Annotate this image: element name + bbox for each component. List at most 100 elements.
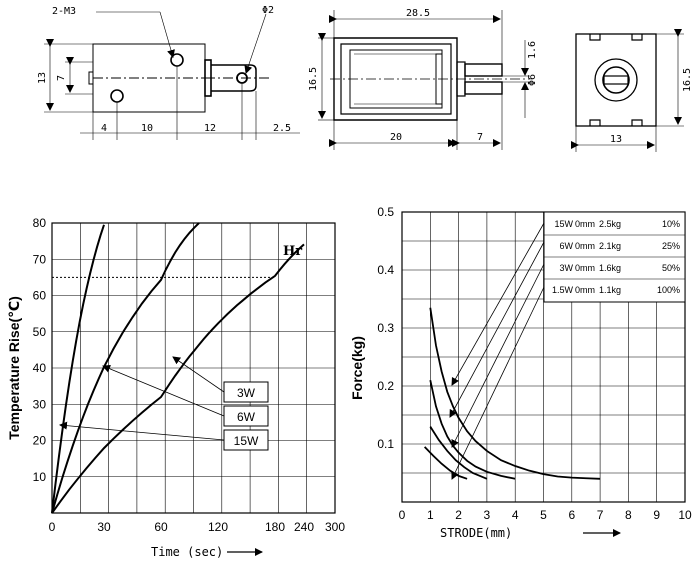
mounting-hole-lower <box>110 89 124 103</box>
side-view-rear-stub <box>88 71 94 85</box>
top-view-drawing <box>318 10 530 150</box>
legend-stroke: 0mm <box>575 241 595 251</box>
chart1-y-tick-label: 50 <box>33 325 47 339</box>
chart2-y-axis-label: Force(kg) <box>349 336 365 400</box>
chart2-x-tick-label: 0 <box>399 508 406 522</box>
legend-label-3w: 3W <box>237 386 256 400</box>
dim-body-to-pin: 12 <box>204 123 216 134</box>
top-view-plunger-lower <box>464 81 503 95</box>
inner-height-dim: 7 <box>56 75 67 81</box>
top-view-frame-inner <box>340 43 452 115</box>
chart1-series <box>51 222 305 514</box>
top-height-dim: 16.5 <box>308 67 319 91</box>
legend-duty: 50% <box>662 263 680 273</box>
leader-3w-force <box>451 263 545 448</box>
chart2-x-tick-label: 7 <box>597 508 604 522</box>
legend-stroke: 0mm <box>575 263 595 273</box>
end-view-plunger <box>602 66 630 94</box>
chart1-x-tick-label: 240 <box>294 520 314 534</box>
chart1-x-tick-label: 60 <box>154 520 168 534</box>
leader-15w-force <box>451 222 545 386</box>
leader-6w <box>102 364 225 417</box>
side-view-flange <box>204 59 212 97</box>
legend-force: 2.1kg <box>599 241 621 251</box>
chart1-y-tick-label: 20 <box>33 434 47 448</box>
end-view-dimensions: 16.5 13 <box>610 68 693 145</box>
chart2-leaders <box>449 222 545 480</box>
top-view-plunger-upper <box>464 63 503 77</box>
chart2-series-1 <box>429 380 516 480</box>
chart1-x-tick-label: 30 <box>97 520 111 534</box>
chart2-y-tick-label: 0.3 <box>377 321 394 335</box>
side-view-drawing <box>44 11 300 140</box>
dim-pin-tip: 2.5 <box>273 123 291 134</box>
end-width-dim: 13 <box>610 134 622 145</box>
legend-force: 1.6kg <box>599 263 621 273</box>
chart1-series-6w <box>51 222 200 514</box>
plunger-extension-dim: 7 <box>477 132 483 143</box>
dim-left: 4 <box>101 123 107 134</box>
chart2-x-tick-label: 1 <box>427 508 434 522</box>
chart2-x-tick-label: 4 <box>512 508 519 522</box>
chart1-series-3w <box>51 243 305 514</box>
body-length-dim: 20 <box>390 132 402 143</box>
side-view-dimensions: 2-M3 Φ2 13 7 4 10 12 2.5 <box>37 5 291 134</box>
leader-15w <box>59 421 225 441</box>
chart2-x-axis-label: STRODE(mm) <box>440 526 512 540</box>
end-view-bore <box>594 58 638 102</box>
plunger-diameter-dim: Φ6 <box>527 74 538 86</box>
legend-duty: 10% <box>662 219 680 229</box>
thread-label: 2-M3 <box>52 6 76 17</box>
legend-stroke: 0mm <box>575 219 595 229</box>
height-dim: 13 <box>37 72 48 84</box>
chart1-legend: 3W 6W 15W <box>59 356 269 451</box>
chart1-x-tick-label: 300 <box>325 520 345 534</box>
leader-15w-low-force <box>451 286 545 480</box>
legend-power: 15W <box>554 219 573 229</box>
dim-holes: 10 <box>141 123 153 134</box>
legend-stroke: 0mm <box>575 285 595 295</box>
chart2-x-tick-label: 9 <box>653 508 660 522</box>
chart2-x-tick-label: 5 <box>540 508 547 522</box>
chart1-y-tick-label: 80 <box>33 216 47 230</box>
pin-hole <box>236 72 248 84</box>
overall-length-dim: 28.5 <box>406 8 430 19</box>
chart2-y-tick-label: 0.4 <box>377 263 394 277</box>
chart2-x-tick-label: 10 <box>678 508 692 522</box>
legend-duty: 25% <box>662 241 680 251</box>
chart2-series-3 <box>423 446 468 480</box>
chart1-x-tick-label: 0 <box>49 520 56 534</box>
legend-duty: 100% <box>657 285 680 295</box>
chart2-series-0 <box>429 307 601 480</box>
end-height-dim: 16.5 <box>682 68 693 92</box>
legend-force: 2.5kg <box>599 219 621 229</box>
chart1-x-tick-label: 180 <box>265 520 285 534</box>
legend-power: 6W <box>560 241 574 251</box>
legend-force: 1.1kg <box>599 285 621 295</box>
chart1-y-tick-label: 10 <box>33 470 47 484</box>
chart1-y-tick-label: 40 <box>33 361 47 375</box>
legend-power: 3W <box>560 263 574 273</box>
chart1-x-tick-label: 120 <box>208 520 228 534</box>
chart1-x-axis-label: Time (sec) <box>151 545 223 559</box>
chart1-annotation: Hr <box>283 244 302 259</box>
chart2-x-tick-label: 2 <box>455 508 462 522</box>
legend-power: 1.5W <box>552 285 574 295</box>
legend-label-6w: 6W <box>237 410 256 424</box>
leader-3w <box>172 356 225 393</box>
top-view-dimensions: 28.5 16.5 20 7 1.6 Φ6 <box>308 8 538 143</box>
chart2-series-2 <box>429 426 488 480</box>
slot-width-dim: 1.6 <box>527 41 538 59</box>
chart2-x-tick-label: 6 <box>568 508 575 522</box>
chart1-y-axis-label: Temperature Rise(℃) <box>6 296 22 440</box>
end-view-drawing <box>571 29 684 152</box>
pin-diameter-label: Φ2 <box>262 5 274 16</box>
chart2-x-tick-label: 3 <box>484 508 491 522</box>
chart2-y-tick-label: 0.1 <box>377 437 394 451</box>
chart1-grid <box>52 222 335 513</box>
chart2-y-tick-label: 0.5 <box>377 205 394 219</box>
